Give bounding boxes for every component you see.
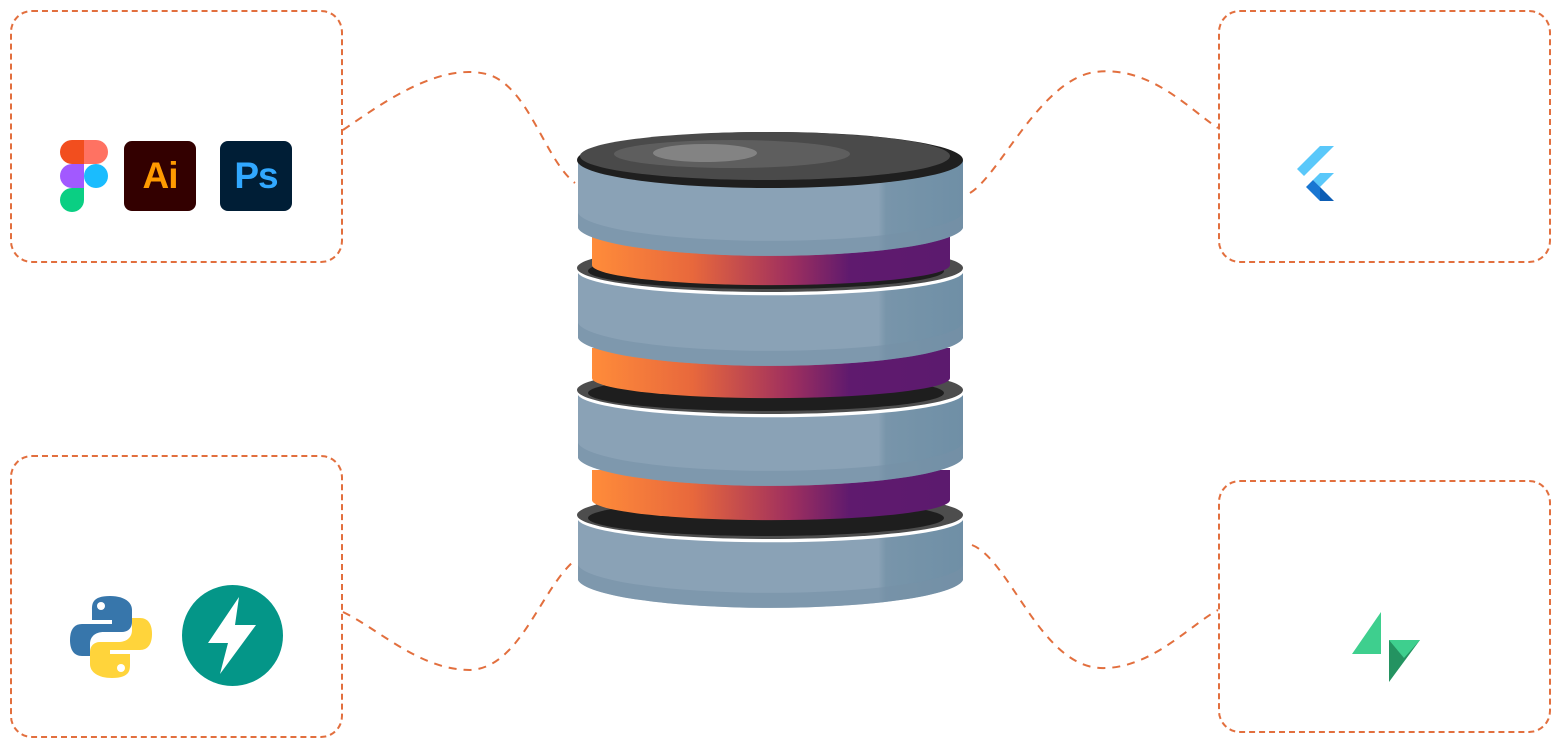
supabase-icon bbox=[1352, 612, 1420, 682]
connector-design bbox=[342, 71, 576, 184]
disk-1 bbox=[577, 132, 963, 256]
connector-flutter bbox=[969, 70, 1219, 194]
illustrator-label: Ai bbox=[142, 155, 179, 196]
frontend-box bbox=[1218, 10, 1551, 263]
backend-box bbox=[10, 455, 343, 738]
fastapi-icon bbox=[182, 585, 283, 686]
flutter-icon bbox=[1297, 146, 1334, 201]
database-service-box bbox=[1218, 480, 1551, 733]
illustrator-icon: Ai bbox=[124, 141, 196, 211]
database-stack-icon bbox=[577, 132, 963, 608]
connector-backend bbox=[342, 559, 576, 672]
photoshop-label: Ps bbox=[234, 155, 278, 196]
python-icon bbox=[70, 596, 152, 678]
connector-supabase bbox=[971, 544, 1219, 670]
band-3 bbox=[592, 470, 950, 521]
figma-icon bbox=[60, 140, 108, 212]
design-tools-box bbox=[10, 10, 343, 263]
photoshop-icon: Ps bbox=[220, 141, 292, 211]
